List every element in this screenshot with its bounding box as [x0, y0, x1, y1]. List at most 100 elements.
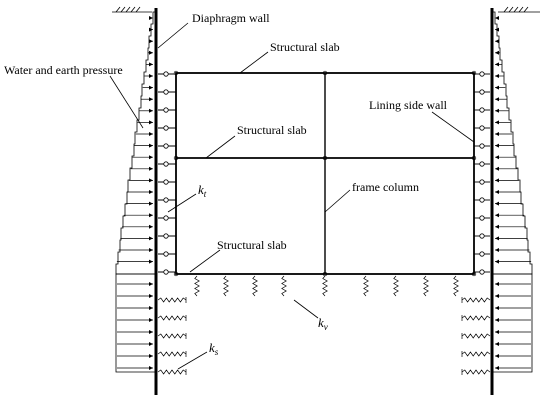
base-spring [322, 275, 328, 297]
arrowhead [495, 178, 499, 183]
arrowhead [495, 85, 499, 90]
arrowhead [149, 354, 153, 358]
arrowhead [495, 366, 499, 370]
link-node [479, 143, 485, 149]
leader-kv [293, 299, 319, 319]
arrowhead [495, 201, 499, 206]
arrowhead [495, 50, 499, 55]
link-node [479, 215, 485, 221]
label-structural-slab-middle: Structural slab [237, 123, 307, 137]
label-frame-column: frame column [352, 180, 419, 194]
arrowhead [495, 39, 499, 44]
leader-structural-slab-top [239, 51, 269, 74]
arrowhead [149, 190, 153, 194]
leader-structural-slab-middle [205, 135, 236, 159]
link-node [479, 125, 485, 131]
arrowhead [495, 318, 499, 322]
link-node [479, 107, 485, 113]
link-node [163, 233, 169, 239]
label-water-earth-pressure: Water and earth pressure [4, 63, 123, 77]
arrowhead [149, 366, 153, 370]
base-spring [453, 275, 459, 297]
arrowhead [495, 213, 499, 218]
arrowhead [495, 155, 499, 160]
link-node [479, 89, 485, 95]
arrowhead [149, 155, 153, 160]
leader-frame-column [324, 189, 351, 213]
pressure-profile-right [493, 11, 533, 275]
arrowhead [149, 27, 153, 32]
arrowhead [495, 190, 499, 194]
leader-water-earth-pressure [109, 75, 144, 129]
link-node [163, 125, 169, 131]
side-spring [461, 333, 491, 339]
arrowhead [495, 342, 499, 346]
pressure-arrows-left [116, 16, 153, 370]
link-node [163, 89, 169, 95]
arrowhead [149, 213, 153, 218]
label-structural-slab-bottom: Structural slab [217, 238, 287, 252]
ground-surface-right [498, 6, 540, 13]
arrowhead [149, 132, 153, 136]
arrowhead [149, 201, 153, 206]
arrowhead [149, 108, 153, 113]
base-spring [223, 275, 229, 297]
arrowhead [149, 62, 153, 67]
arrowhead [495, 97, 499, 102]
arrowhead [495, 143, 499, 148]
arrowhead [149, 143, 153, 148]
base-spring [363, 275, 369, 297]
base-springs [194, 275, 459, 297]
arrowhead [149, 16, 153, 20]
symbol-ks-base: k [209, 340, 215, 355]
base-spring [393, 275, 399, 297]
link-node [163, 179, 169, 185]
link-node [163, 107, 169, 113]
arrowhead [149, 224, 153, 229]
link-node [163, 269, 169, 275]
link-node [479, 161, 485, 167]
base-spring [423, 275, 429, 297]
arrowhead [495, 224, 499, 229]
arrowhead [495, 166, 499, 171]
link-node [479, 251, 485, 257]
leader-structural-slab-bottom [189, 249, 221, 273]
link-node [163, 71, 169, 77]
base-spring [194, 275, 200, 297]
arrowhead [149, 330, 153, 334]
link-node [163, 215, 169, 221]
structure-frame [175, 72, 475, 275]
pressure-profile-lower-right [493, 273, 533, 373]
link-node [163, 143, 169, 149]
leader-lines [109, 22, 475, 370]
arrowhead [149, 342, 153, 346]
link-node [163, 197, 169, 203]
symbol-kt-base: k [198, 182, 204, 197]
base-spring [281, 275, 287, 297]
symbol-kt: kt [198, 182, 207, 199]
side-spring [157, 369, 187, 375]
arrowhead [149, 74, 153, 78]
arrowhead [495, 74, 499, 78]
pressure-profile-left [115, 11, 155, 275]
side-spring [461, 369, 491, 375]
side-spring [461, 297, 491, 303]
pressure-arrows-right [495, 16, 532, 370]
link-node [479, 269, 485, 275]
side-springs-right [461, 297, 491, 375]
arrowhead [149, 166, 153, 171]
base-spring [252, 275, 258, 297]
interface-springs-right [474, 71, 490, 275]
side-spring [157, 315, 187, 321]
symbol-kv: kv [318, 315, 328, 332]
link-node [479, 197, 485, 203]
link-node [163, 161, 169, 167]
link-node [479, 179, 485, 185]
symbol-kv-sub: v [324, 322, 328, 332]
symbol-ks-sub: s [215, 347, 219, 357]
arrowhead [495, 120, 499, 125]
symbol-ks: ks [209, 340, 219, 357]
side-spring [157, 333, 187, 339]
arrowhead [495, 62, 499, 67]
ground-surface-left [112, 6, 152, 13]
